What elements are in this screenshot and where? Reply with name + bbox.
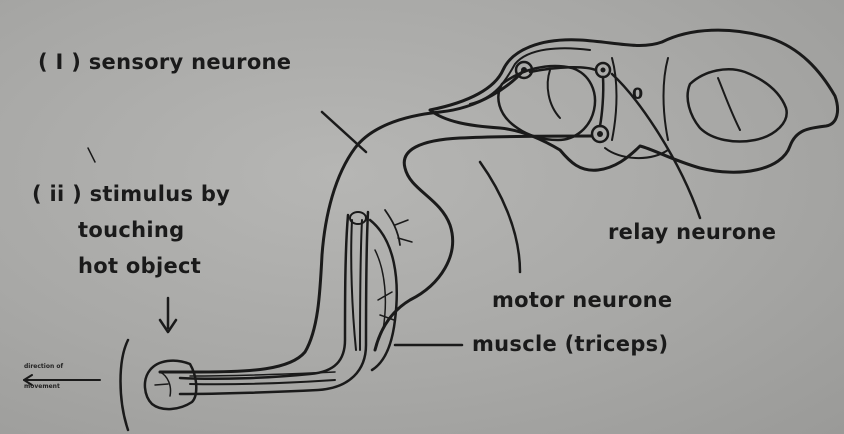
central-canal-label: 0 xyxy=(632,84,643,103)
stimulus-label-line1: ( ii ) stimulus by xyxy=(32,182,230,207)
muscle-label: muscle (triceps) xyxy=(472,332,668,357)
sensory-neurone-label: ( I ) sensory neurone xyxy=(38,50,291,75)
direction-label-line1: direction of xyxy=(24,364,63,371)
stimulus-label-line2: touching xyxy=(78,218,184,243)
sensory-neurone-path xyxy=(160,70,524,372)
direction-label-line2: movement xyxy=(24,384,60,391)
forearm-bone xyxy=(190,380,335,384)
grey-matter-right xyxy=(688,69,787,141)
motor-pointer xyxy=(480,162,520,272)
triceps-muscle xyxy=(370,220,397,370)
relay-neurone-label: relay neurone xyxy=(608,220,776,245)
hand xyxy=(145,361,196,409)
motor-neurone-label: motor neurone xyxy=(492,288,672,313)
humerus-bone xyxy=(351,220,356,350)
hot-object xyxy=(121,340,129,430)
stimulus-label-line3: hot object xyxy=(78,254,201,279)
sensory-pointer xyxy=(322,112,366,152)
